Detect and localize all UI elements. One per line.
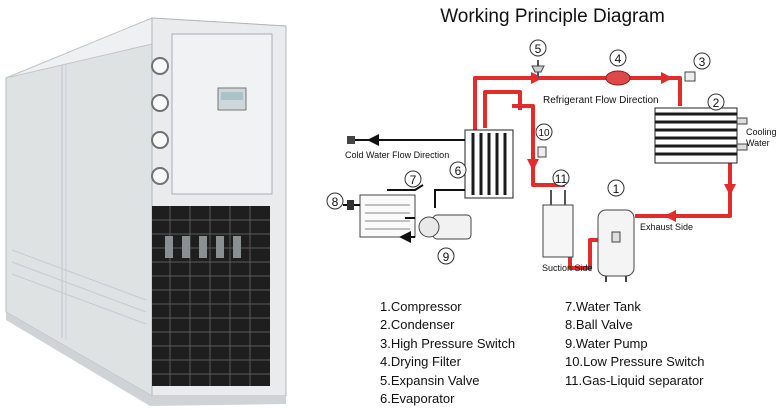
legend-item: 9.Water Pump [565,335,648,351]
refrigerant-flow-label: Refrigerant Flow Direction [543,95,659,106]
legend-left: 1.Compressor 2.Condenser 3.High Pressure… [380,298,515,408]
label-1: 1 [613,182,620,196]
label-4: 4 [615,52,622,66]
exhaust-side-label: Exhaust Side [640,222,693,232]
label-11: 11 [555,172,568,186]
label-6: 6 [455,164,462,178]
legend-item: 3.High Pressure Switch [380,335,516,351]
evaporator [464,129,514,199]
control-panel [171,33,273,195]
legend-item: 7.Water Tank [565,299,641,314]
legend-item: 2.Condenser [380,317,455,333]
label-8: 8 [332,195,339,209]
label-10: 10 [538,128,550,139]
label-3: 3 [699,55,706,69]
high-pressure-switch [684,71,696,82]
label-5: 5 [535,42,542,56]
low-pressure-switch [537,146,547,158]
pressure-gauges [151,57,169,185]
legend-item: 6.Evaporator [380,391,455,407]
suction-side-label: Suction Side [542,263,593,273]
legend-right: 7.Water Tank 8.Ball Valve 9.Water Pump 1… [565,298,704,390]
label-7: 7 [410,173,417,187]
water-tank [359,184,424,238]
water-pump [399,214,472,243]
label-9: 9 [443,250,450,264]
diagram-title: Working Principle Diagram [440,6,665,27]
ball-valve [343,200,360,210]
label-2: 2 [713,96,720,110]
gas-liquid-separator [542,190,574,258]
chiller-unit-photo [5,17,287,406]
condenser [654,107,748,164]
legend-item: 8.Ball Valve [565,317,633,333]
legend-item: 11.Gas-Liquid separator [565,372,704,388]
legend-item: 5.Expansin Valve [380,372,480,388]
legend-item: 4.Drying Filter [380,354,461,370]
cold-water-outlet [347,136,355,144]
legend-item: 1.Compressor [380,299,462,314]
expansion-valve [531,60,545,78]
drying-filter [605,70,631,86]
legend-item: 10.Low Pressure Switch [565,354,705,370]
working-principle-diagram: 5 4 3 Refrigerant Flow Direction 2 Cooli… [326,39,777,282]
cold-water-flow-label: Cold Water Flow Direction [345,150,449,160]
compressor [597,209,635,282]
